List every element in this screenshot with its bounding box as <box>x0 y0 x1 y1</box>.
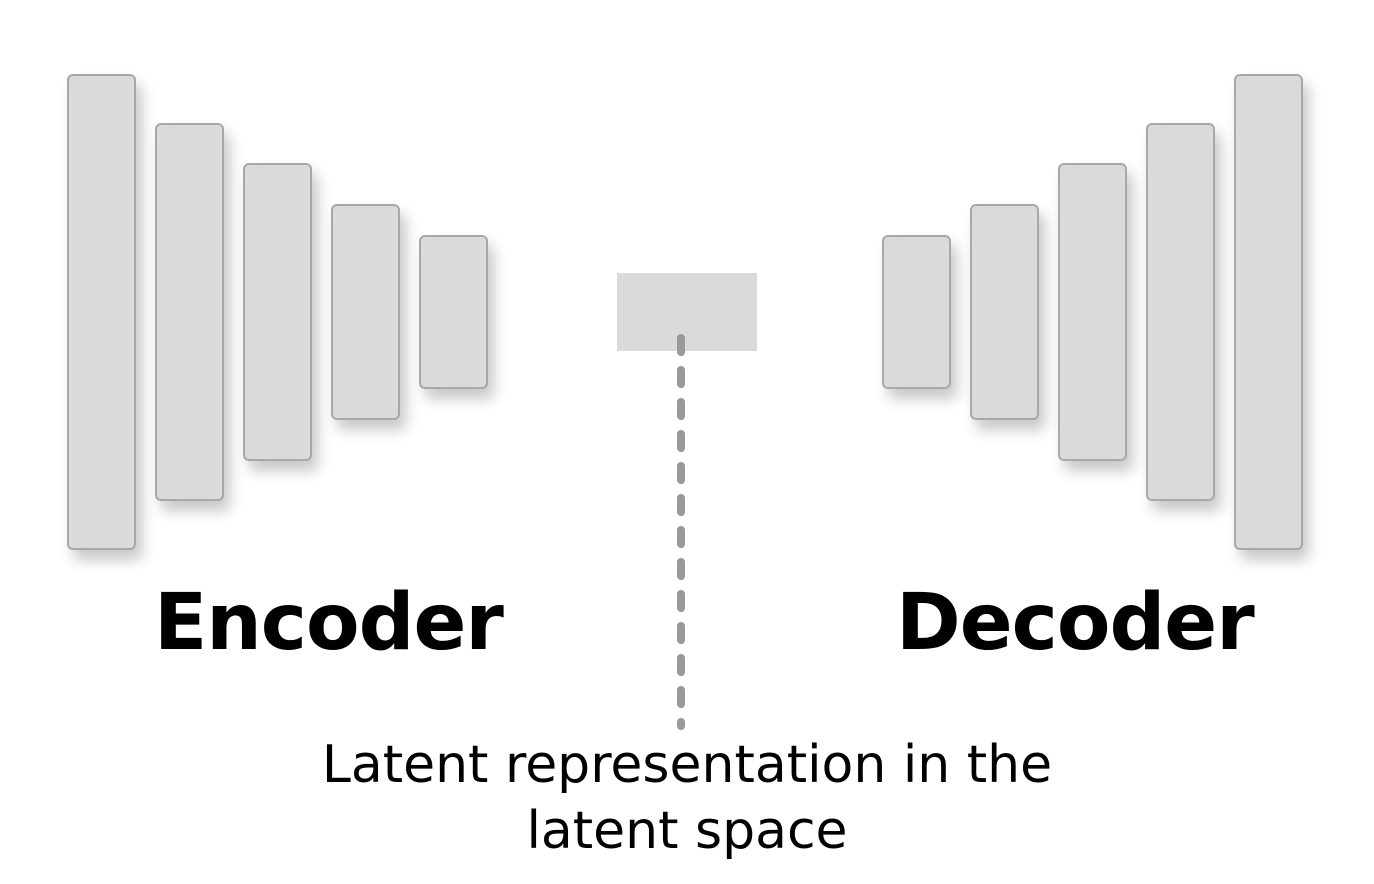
latent-caption-line-2: latent space <box>526 801 848 861</box>
decoder-layer-3 <box>1058 163 1127 461</box>
decoder-layer-4 <box>1146 123 1215 501</box>
encoder-layer-1 <box>67 74 136 550</box>
encoder-layer-4 <box>331 204 400 420</box>
decoder-layer-5 <box>1234 74 1303 550</box>
encoder-layer-2 <box>155 123 224 501</box>
latent-caption-line-1: Latent representation in the <box>321 735 1053 795</box>
encoder-layer-5 <box>419 235 488 389</box>
encoder-layer-3 <box>243 163 312 461</box>
encoder-title: Encoder <box>154 578 504 668</box>
decoder-layer-1 <box>882 235 951 389</box>
decoder-layer-2 <box>970 204 1039 420</box>
decoder-title: Decoder <box>896 578 1255 668</box>
latent-representation-box <box>617 273 757 351</box>
